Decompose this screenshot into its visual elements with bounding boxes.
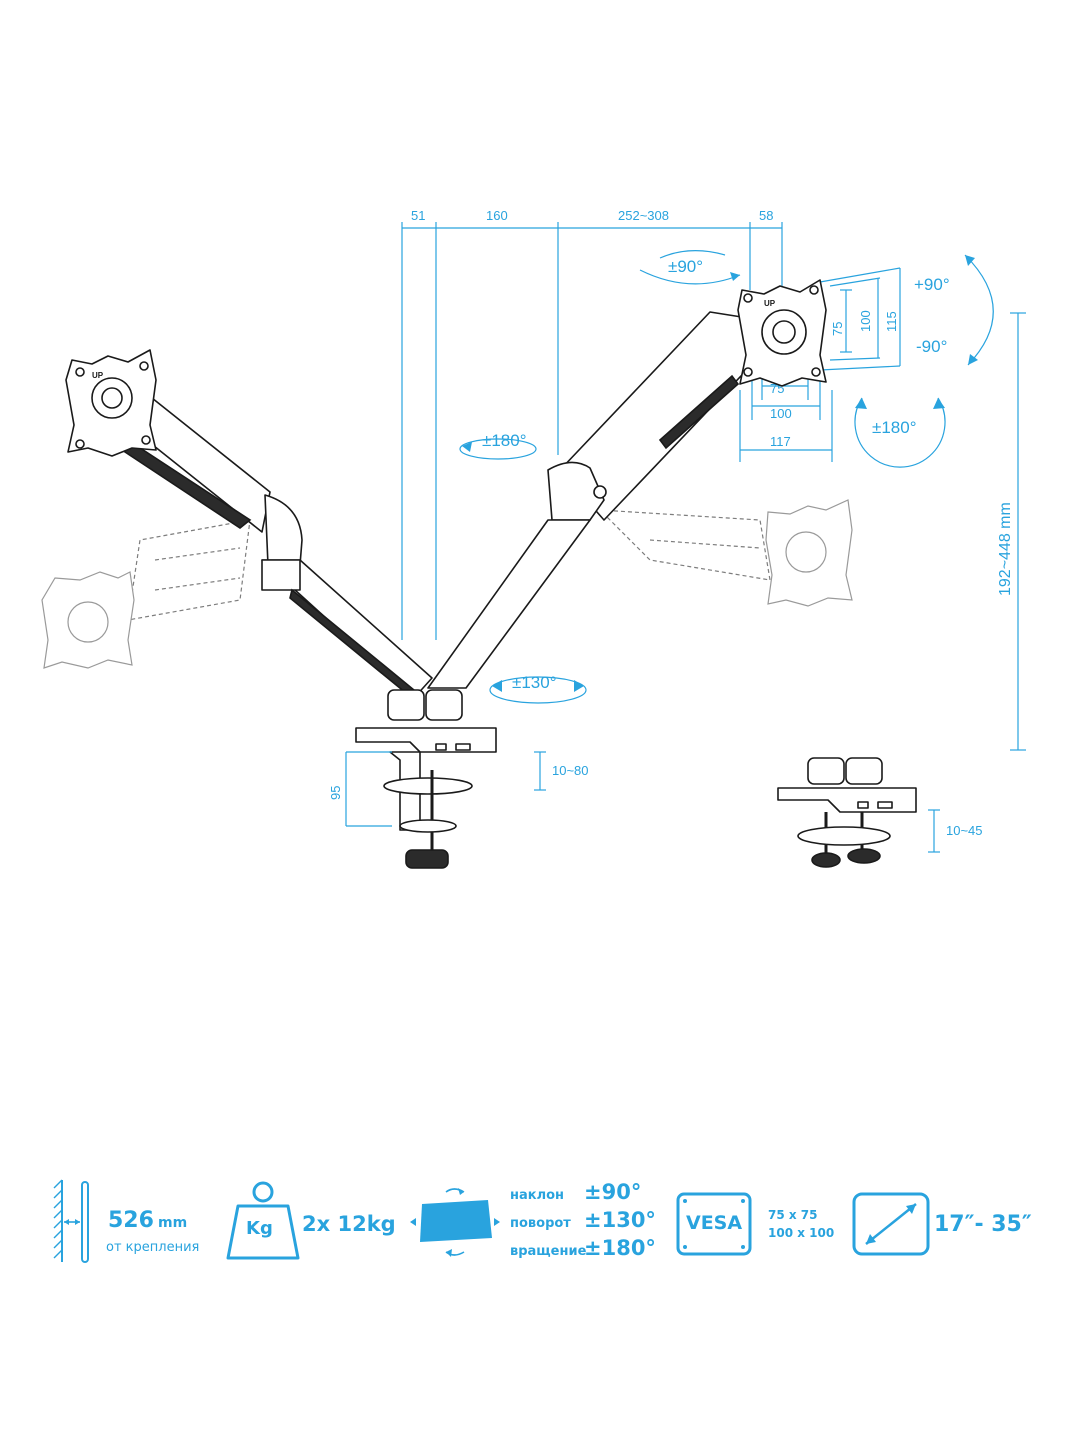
dim-160: 160 [486,208,508,223]
swivel-arc-right [854,397,946,468]
vesa-bottom-100: 100 [770,406,792,421]
weight-value: 2x 12kg [302,1212,396,1236]
clamp-height-95: 95 [328,786,343,800]
motion-label-tilt: наклон [510,1188,565,1203]
grommet-range-10-45: 10~45 [946,823,983,838]
vesa-label: VESA [686,1212,743,1234]
spec-bar: 526 mm от крепления Kg 2x 12kg наклон по… [0,1170,1080,1280]
monitor-motion-icon [410,1188,500,1257]
weight-icon [226,1181,300,1260]
grommet-dimension-lines [928,809,940,853]
tilt-down-label: -90° [916,337,947,356]
rotate-angle-top: ±90° [668,257,703,276]
vesa-inner-100: 100 [858,310,873,332]
base-swivel-arrow [489,676,587,704]
base-swivel-angle: ±130° [512,673,557,692]
height-dimension-line [1010,312,1026,751]
ghost-left-arm [41,519,251,669]
dim-58: 58 [759,208,773,223]
motion-value-tilt: ±90° [584,1180,642,1204]
dim-51: 51 [411,208,425,223]
vesa-inner-75: 75 [830,322,845,336]
motion-value-swivel: ±130° [584,1208,656,1232]
swivel-angle-right: ±180° [872,418,917,437]
top-dimension-lines [401,222,783,640]
reach-value: 526 [108,1208,154,1233]
screen-size-range: 17″- 35″ [934,1212,1032,1237]
vesa-size-75: 75 x 75 [768,1208,818,1222]
vesa-icon [676,1192,752,1256]
right-plate-up-label: UP [764,299,776,308]
left-arm [120,397,433,700]
weight-icon-label: Kg [246,1218,273,1239]
motion-label-rotate: вращение [510,1244,587,1259]
right-arm [427,311,761,689]
grommet-base [777,757,917,868]
left-vesa-plate: UP [65,349,157,457]
left-plate-up-label: UP [92,371,104,380]
height-range-label: 192~448 mm [997,502,1014,596]
reach-caption: от крепления [106,1240,200,1255]
clamp-range-10-80: 10~80 [552,763,589,778]
right-vesa-plate: UP [737,279,827,387]
vesa-size-100: 100 x 100 [768,1226,835,1240]
ghost-right-arm [598,499,853,607]
clamp-base [355,689,497,869]
reach-unit: mm [158,1215,188,1231]
swivel-arrow-mid [459,438,537,460]
motion-value-rotate: ±180° [584,1236,656,1260]
tilt-arc [964,254,994,366]
screen-size-icon [852,1192,930,1256]
vesa-bottom-117: 117 [770,434,791,449]
wall-reach-icon [53,1179,89,1263]
dim-252-308: 252~308 [618,208,669,223]
motion-label-swivel: поворот [510,1216,571,1231]
swivel-angle-mid: ±180° [482,431,527,450]
vesa-dimension-lines [739,267,901,462]
tilt-up-label: +90° [914,275,950,294]
rotate-arrow-top [639,250,741,285]
vesa-inner-115: 115 [884,311,899,332]
clamp-dimension-lines [345,751,546,827]
